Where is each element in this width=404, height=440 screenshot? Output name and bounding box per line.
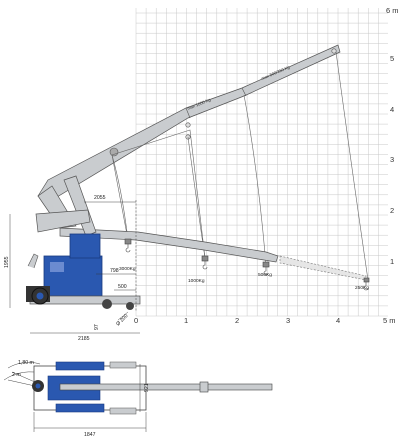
load-chart-grid [135,8,388,317]
load-label-1000: 1000Kg [188,278,205,284]
side-dimensions [9,200,140,334]
dim-97: 97 [94,324,100,330]
front-wheel [102,299,112,309]
dim-wheel: Ø 200 [115,313,129,327]
cables-raised [111,51,369,281]
dim-921: 921 [144,383,150,392]
x-label-4: 4 [336,316,340,325]
y-label-6: 6 m [386,6,399,15]
x-label-2: 2 [235,316,239,325]
hooks [124,238,370,291]
y-label-3: 3 [390,155,394,164]
x-label-1: 1 [184,316,188,325]
x-label-5: 5 m [383,316,396,325]
dim-180: 1,80 m [18,360,34,366]
dim-1955: 1955 [4,256,10,268]
y-label-4: 4 [390,105,394,114]
load-label-250: 250Kg [355,285,369,291]
dim-2m: 2 m [12,372,21,378]
y-label-2: 2 [390,206,394,215]
dim-500: 500 [118,284,127,290]
dim-1847: 1847 [84,432,96,438]
boom-lowered [59,227,367,281]
x-axis-labels: 0 1 2 3 4 5 m [134,316,396,325]
x-label-3: 3 [286,316,290,325]
load-label-500: 500Kg [258,272,272,278]
y-label-1: 1 [390,257,394,266]
y-axis-labels: 1 2 3 4 5 6 m [386,6,399,266]
control-handle [27,253,39,269]
load-label-3000: 3000Kg [119,266,136,272]
dim-2185: 2185 [78,336,90,342]
crane-machine-side [26,175,141,321]
dim-2055: 2055 [94,195,106,201]
dim-798: 798 [110,268,119,274]
y-label-5: 5 [390,54,394,63]
boom-raised: max 1000 Kg max 500/250 Kg [37,44,341,201]
crane-top-view [3,361,273,432]
x-label-0: 0 [134,316,138,325]
